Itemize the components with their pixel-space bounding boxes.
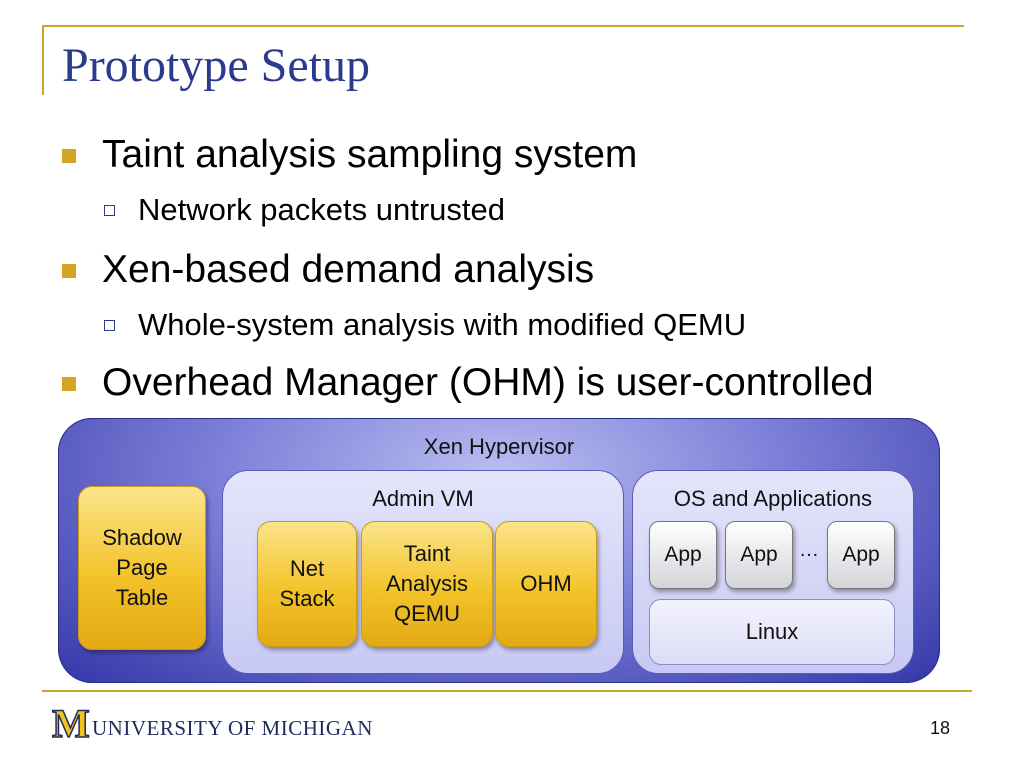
app-label: App <box>664 543 702 566</box>
sub-bullet-marker <box>104 320 115 331</box>
bullet-marker <box>62 377 76 391</box>
sub-bullet-2-1: Whole-system analysis with modified QEMU <box>138 307 747 342</box>
apps-ellipsis: … <box>799 539 819 561</box>
shadow-page-table-line: Page <box>116 555 168 581</box>
shadow-page-table-line: Shadow <box>102 525 182 551</box>
app-label: App <box>740 543 778 566</box>
bullet-3: Overhead Manager (OHM) is user-controlle… <box>102 361 874 404</box>
admin-vm-panel: Admin VM Net Stack Taint Analysis QEMU O… <box>222 470 624 674</box>
taint-qemu-line: Taint <box>403 541 451 567</box>
page-number: 18 <box>930 718 951 738</box>
taint-qemu-line: Analysis <box>386 571 468 597</box>
title-frame-left <box>42 25 44 95</box>
bullet-marker <box>62 149 76 163</box>
university-logo-mark: M <box>51 701 90 746</box>
ohm-box: OHM <box>495 521 597 647</box>
linux-box: Linux <box>649 599 895 665</box>
os-applications-panel: OS and Applications App App … App Linux <box>632 470 914 674</box>
footer-line <box>42 690 972 692</box>
ohm-label: OHM <box>520 571 572 597</box>
bullet-1: Taint analysis sampling system <box>102 133 638 176</box>
university-logo-text: UNIVERSITY OF MICHIGAN <box>92 716 373 740</box>
xen-hypervisor-label: Xen Hypervisor <box>423 434 575 459</box>
bullet-marker <box>62 264 76 278</box>
sub-bullet-1-1: Network packets untrusted <box>138 192 506 227</box>
slide-title: Prototype Setup <box>62 39 370 92</box>
sub-bullet-marker <box>104 205 115 216</box>
title-frame-top <box>42 25 964 27</box>
app-label: App <box>842 543 880 566</box>
xen-hypervisor-box: Xen Hypervisor Shadow Page Table Admin V… <box>58 418 940 683</box>
os-applications-label: OS and Applications <box>673 486 873 511</box>
app-box: App <box>649 521 717 589</box>
shadow-page-table-line: Table <box>115 584 169 610</box>
net-stack-box: Net Stack <box>257 521 357 647</box>
admin-vm-label: Admin VM <box>372 486 474 511</box>
app-box: App <box>827 521 895 589</box>
app-box: App <box>725 521 793 589</box>
shadow-page-table-box: Shadow Page Table <box>78 486 206 650</box>
linux-label: Linux <box>745 619 799 644</box>
net-stack-line: Stack <box>279 586 335 611</box>
taint-qemu-line: QEMU <box>393 600 460 626</box>
net-stack-line: Net <box>289 556 325 582</box>
taint-analysis-qemu-box: Taint Analysis QEMU <box>361 521 493 647</box>
bullet-2: Xen-based demand analysis <box>102 248 595 291</box>
